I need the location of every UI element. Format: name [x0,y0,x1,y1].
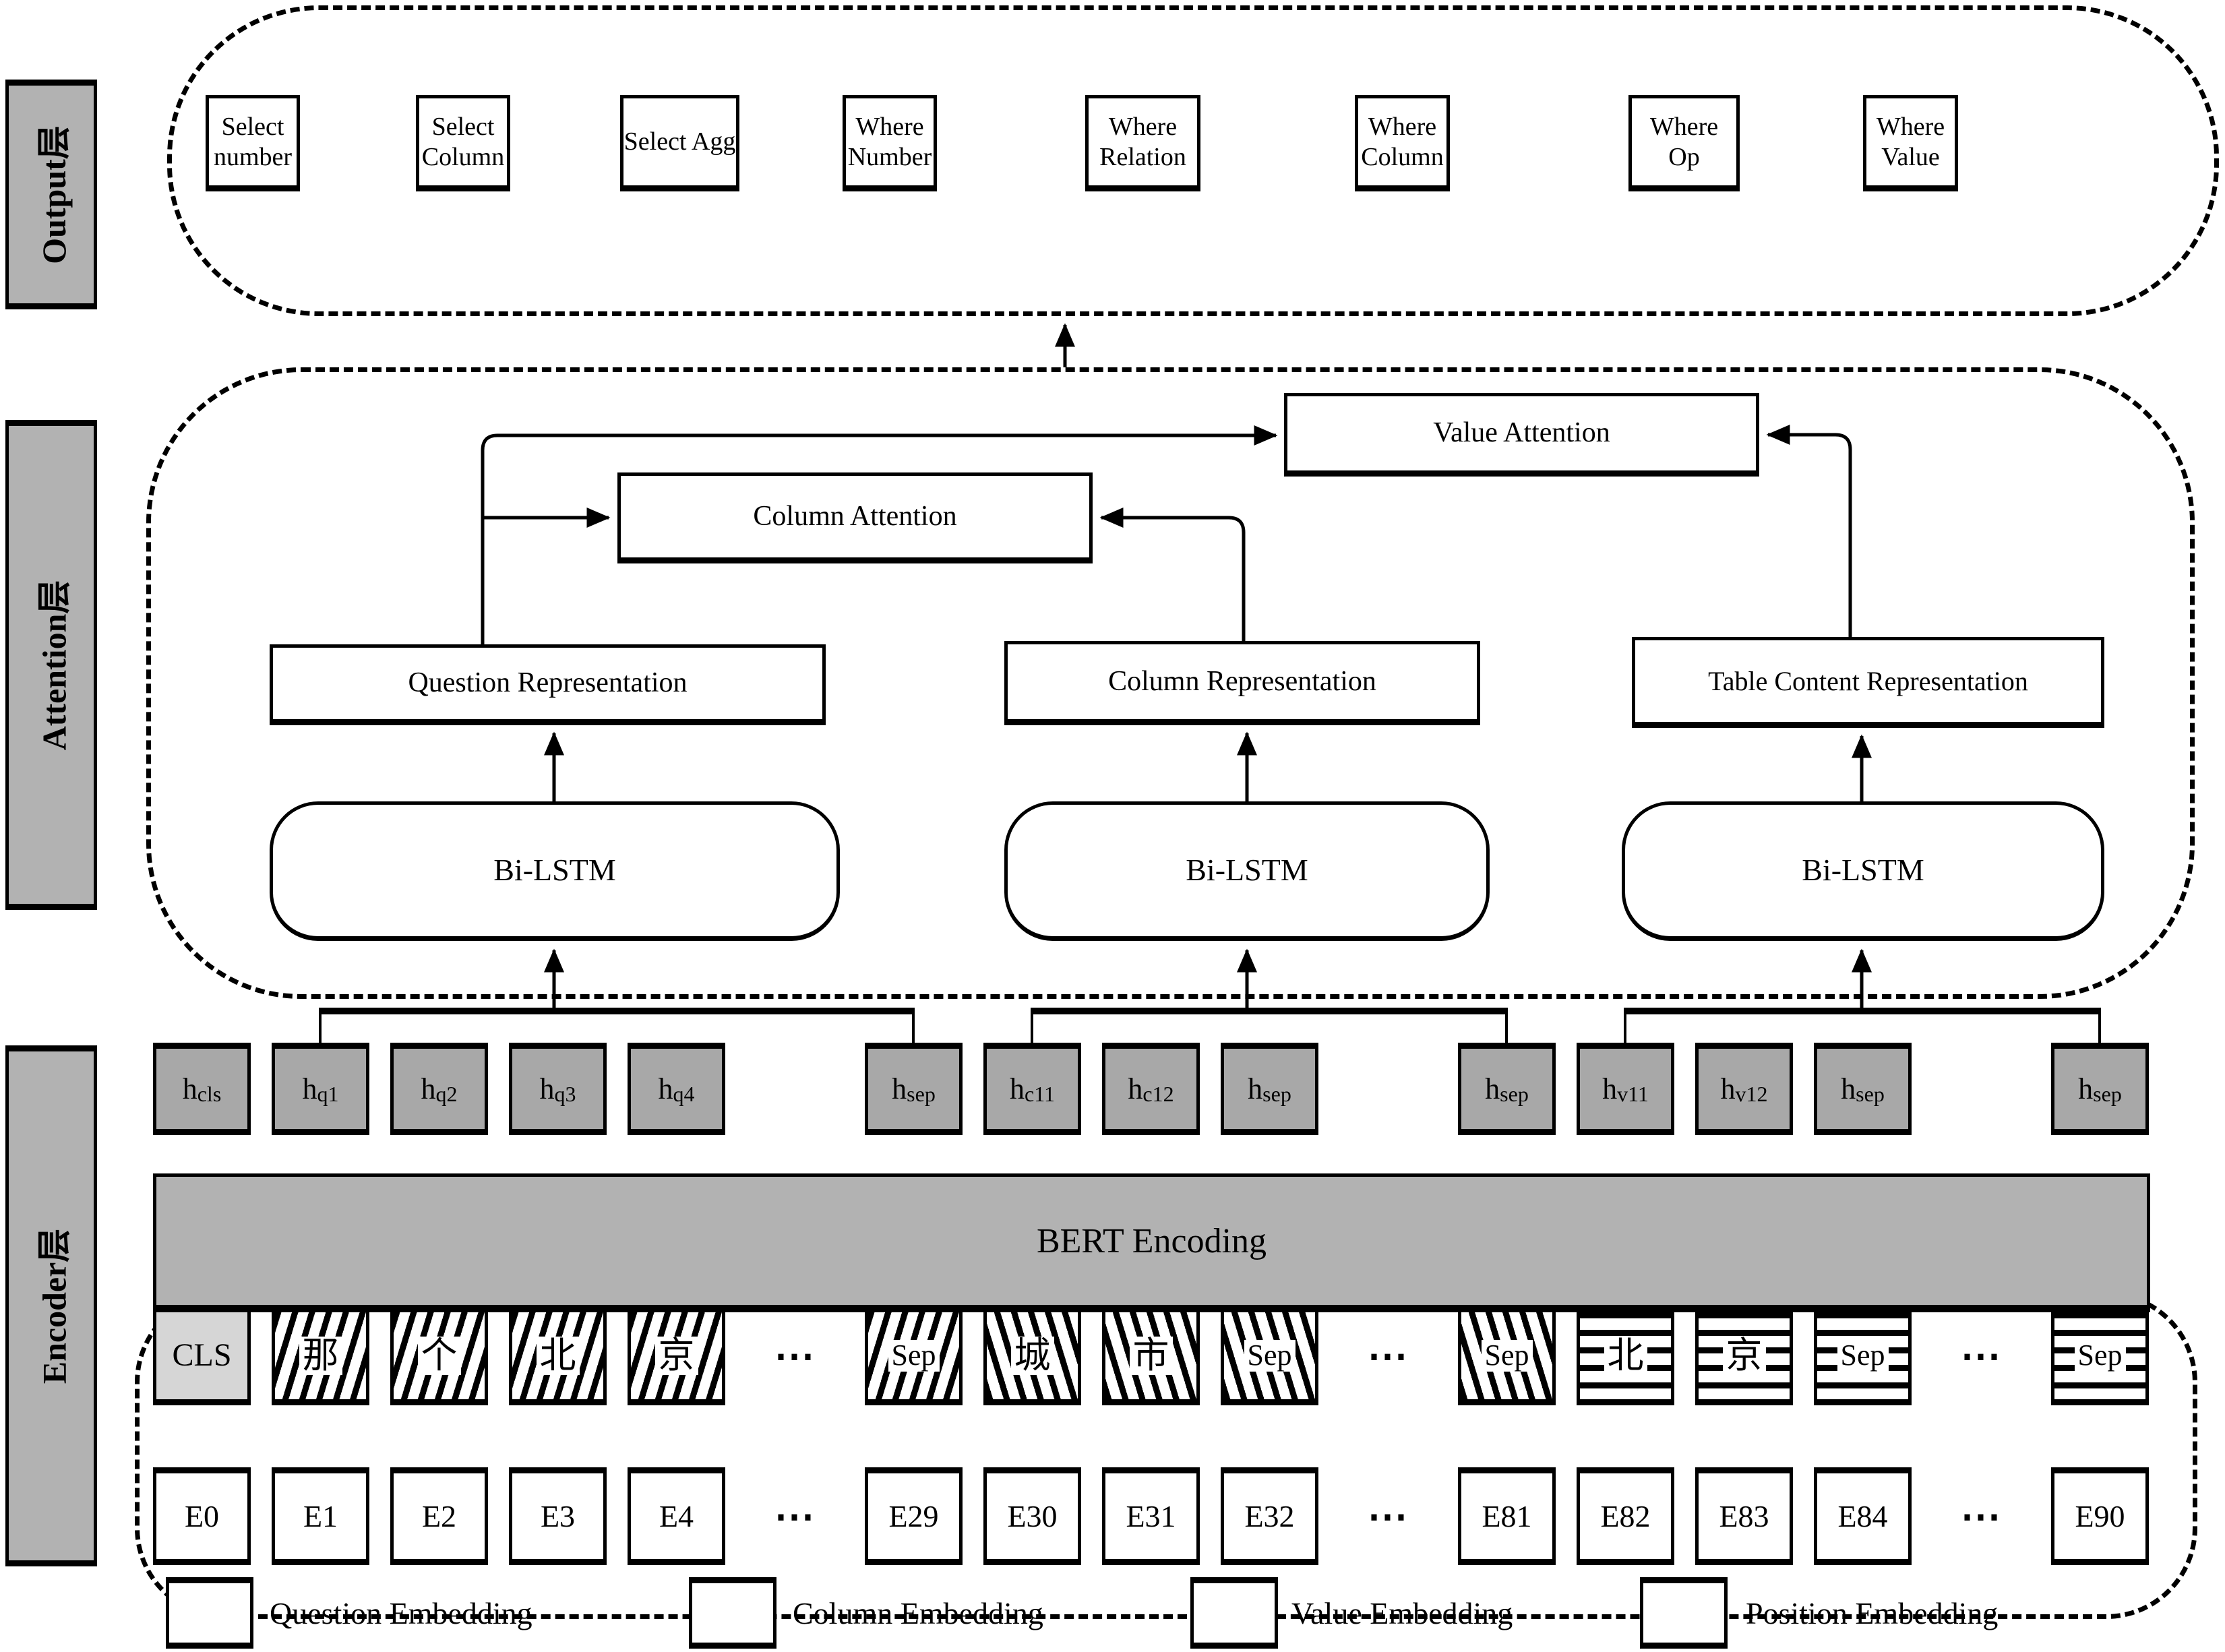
legend-swatch-value-embedding [1190,1577,1278,1649]
h-token-sep3: hsep [1458,1043,1556,1135]
bert-encoding-label: BERT Encoding [1036,1221,1267,1260]
embedding-e31: E31 [1102,1467,1200,1565]
input-token-sep3: Sep [1458,1306,1556,1405]
column-attention-box: Column Attention [617,472,1093,563]
token-ellipsis-1: ⋯ [774,1333,816,1378]
h-token-q3: hq3 [509,1043,607,1135]
input-token-v2: 京 [1695,1306,1793,1405]
layer-label-attention: Attention层 [5,420,97,910]
bilstm-column-box: Bi-LSTM [1004,801,1490,941]
h-token-sep5: hsep [2051,1043,2149,1135]
input-token-q3: 北 [509,1306,607,1405]
h-token-cls: hcls [153,1043,251,1135]
embedding-ellipsis-3: ⋯ [1960,1494,2003,1539]
h-token-sep4: hsep [1814,1043,1912,1135]
output-layer-region [167,5,2219,316]
embedding-e29: E29 [865,1467,963,1565]
layer-label-output: Output层 [5,80,97,309]
h-token-v11: hv11 [1577,1043,1674,1135]
input-token-c1: 城 [983,1306,1081,1405]
input-token-q2: 个 [390,1306,488,1405]
embedding-e30: E30 [983,1467,1081,1565]
bracket-column-stubs [1031,1008,1508,1043]
embedding-e0: E0 [153,1467,251,1565]
layer-label-attention-text: Attention层 [35,580,73,750]
bracket-question-stubs [319,1008,915,1043]
table-content-representation-box: Table Content Representation [1632,637,2104,728]
output-box-where-value: Where Value [1863,95,1958,191]
output-box-where-relation: Where Relation [1085,95,1200,191]
layer-label-encoder-text: Encoder层 [35,1228,73,1384]
embedding-e1: E1 [272,1467,369,1565]
h-token-q2: hq2 [390,1043,488,1135]
embedding-ellipsis-1: ⋯ [774,1494,816,1539]
h-token-c11: hc11 [983,1043,1081,1135]
embedding-e2: E2 [390,1467,488,1565]
h-token-q1: hq1 [272,1043,369,1135]
bilstm-value-box: Bi-LSTM [1622,801,2104,941]
output-box-select-number: Select number [206,95,300,191]
h-token-c12: hc12 [1102,1043,1200,1135]
token-ellipsis-2: ⋯ [1367,1333,1409,1378]
bert-encoding-bar: BERT Encoding [153,1173,2150,1312]
embedding-e3: E3 [509,1467,607,1565]
attention-layer-region [146,367,2195,999]
embedding-e4: E4 [628,1467,725,1565]
question-representation-box: Question Representation [270,644,826,725]
layer-label-encoder: Encoder层 [5,1045,97,1566]
h-token-q4: hq4 [628,1043,725,1135]
token-ellipsis-3: ⋯ [1960,1333,2003,1378]
input-token-v1: 北 [1577,1306,1674,1405]
output-box-where-column: Where Column [1355,95,1450,191]
embedding-ellipsis-2: ⋯ [1367,1494,1409,1539]
input-token-c2: 市 [1102,1306,1200,1405]
input-token-sep2: Sep [1221,1306,1318,1405]
embedding-e32: E32 [1221,1467,1318,1565]
legend-label-value-embedding: Value Embedding [1291,1595,1513,1630]
bilstm-question-box: Bi-LSTM [270,801,840,941]
legend-label-position-embedding: Position Embedding [1746,1595,1999,1630]
bracket-value-stubs [1624,1008,2101,1043]
output-box-where-op: Where Op [1628,95,1740,191]
value-attention-box: Value Attention [1284,393,1759,477]
legend-label-question-embedding: Question Embedding [270,1595,532,1630]
embedding-e82: E82 [1577,1467,1674,1565]
embedding-e84: E84 [1814,1467,1912,1565]
embedding-e81: E81 [1458,1467,1556,1565]
h-token-sep1: hsep [865,1043,963,1135]
input-token-q4: 京 [628,1306,725,1405]
h-token-v12: hv12 [1695,1043,1793,1135]
input-token-sep4: Sep [1814,1306,1912,1405]
legend-swatch-column-embedding [689,1577,776,1649]
input-token-cls: CLS [153,1306,251,1405]
output-box-where-number: Where Number [843,95,937,191]
h-token-sep2: hsep [1221,1043,1318,1135]
legend-swatch-position-embedding [1640,1577,1728,1649]
legend-swatch-question-embedding [166,1577,253,1649]
layer-label-output-text: Output层 [35,125,73,264]
input-token-q1: 那 [272,1306,369,1405]
output-box-select-agg: Select Agg [620,95,739,191]
output-box-select-column: Select Column [416,95,510,191]
input-token-sep5: Sep [2051,1306,2149,1405]
input-token-sep1: Sep [865,1306,963,1405]
legend-label-column-embedding: Column Embedding [793,1595,1043,1630]
embedding-e90: E90 [2051,1467,2149,1565]
column-representation-box: Column Representation [1004,641,1480,725]
embedding-e83: E83 [1695,1467,1793,1565]
